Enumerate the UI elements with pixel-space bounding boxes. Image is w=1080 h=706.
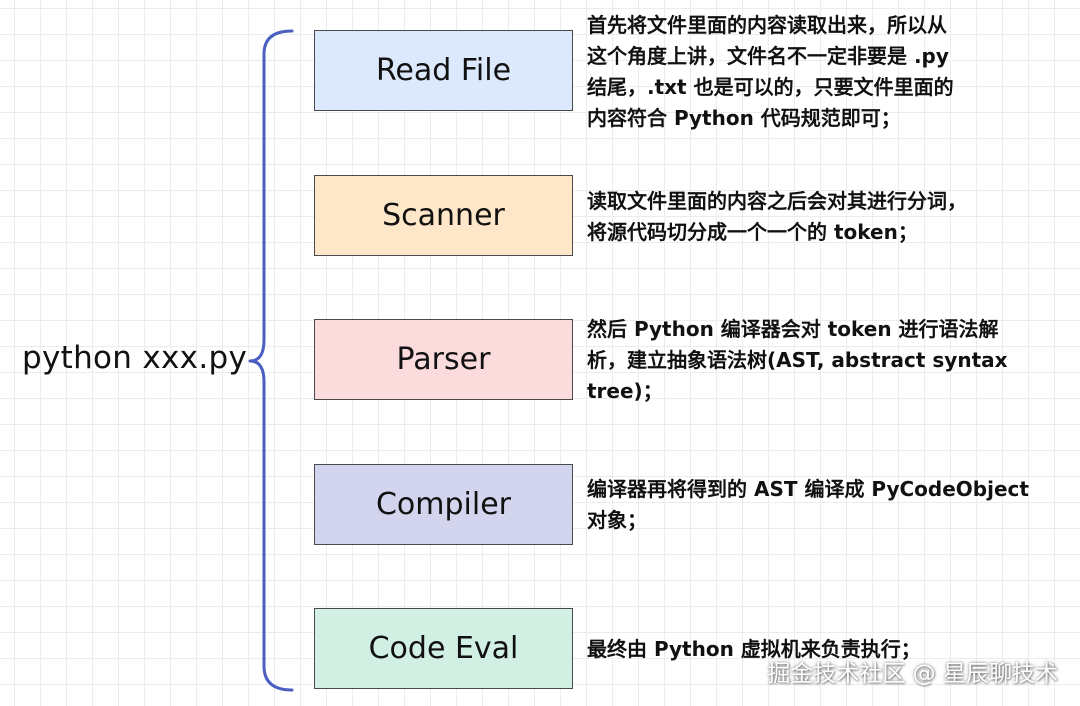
stage-description-compiler: 编译器再将得到的 AST 编译成 PyCodeObject 对象； <box>587 474 1075 536</box>
description-line: tree)； <box>587 379 663 403</box>
description-line: 编译器再将得到的 AST 编译成 PyCodeObject <box>587 477 1029 501</box>
stage-box-code-eval: Code Eval <box>314 608 573 689</box>
description-line: 然后 Python 编译器会对 token 进行语法解 <box>587 317 999 341</box>
stage-box-read-file: Read File <box>314 30 573 111</box>
description-line: 对象； <box>587 508 647 532</box>
stage-description-scanner: 读取文件里面的内容之后会对其进行分词， 将源代码切分成一个一个的 token； <box>587 186 1075 248</box>
description-line: 这个角度上讲，文件名不一定非要是 .py <box>587 44 949 68</box>
stage-label-compiler: Compiler <box>375 487 512 522</box>
stage-box-compiler: Compiler <box>314 464 573 545</box>
description-line: 内容符合 Python 代码规范即可； <box>587 106 901 130</box>
stage-box-parser: Parser <box>314 319 573 400</box>
stage-label-scanner: Scanner <box>382 198 505 233</box>
curly-brace <box>248 29 294 692</box>
brace-path <box>248 29 294 692</box>
stage-description-code-eval: 最终由 Python 虚拟机来负责执行； <box>587 634 1075 665</box>
description-line: 析，建立抽象语法树(AST, abstract syntax <box>587 348 1008 372</box>
description-line: 首先将文件里面的内容读取出来，所以从 <box>587 13 947 37</box>
description-line: 将源代码切分成一个一个的 token； <box>587 220 918 244</box>
stage-label-read-file: Read File <box>375 53 512 88</box>
watermark: 掘金技术社区 @ 星辰聊技术 <box>767 661 1058 687</box>
stage-box-scanner: Scanner <box>314 175 573 256</box>
stage-label-code-eval: Code Eval <box>368 631 519 666</box>
description-line: 最终由 Python 虚拟机来负责执行； <box>587 637 921 661</box>
description-line: 结尾，.txt 也是可以的，只要文件里面的 <box>587 75 954 99</box>
stage-description-read-file: 首先将文件里面的内容读取出来，所以从 这个角度上讲，文件名不一定非要是 .py … <box>587 10 1075 134</box>
root-label: python xxx.py <box>22 340 248 376</box>
description-line: 读取文件里面的内容之后会对其进行分词， <box>587 189 967 213</box>
stage-description-parser: 然后 Python 编译器会对 token 进行语法解 析，建立抽象语法树(AS… <box>587 314 1075 407</box>
stage-label-parser: Parser <box>396 342 491 377</box>
